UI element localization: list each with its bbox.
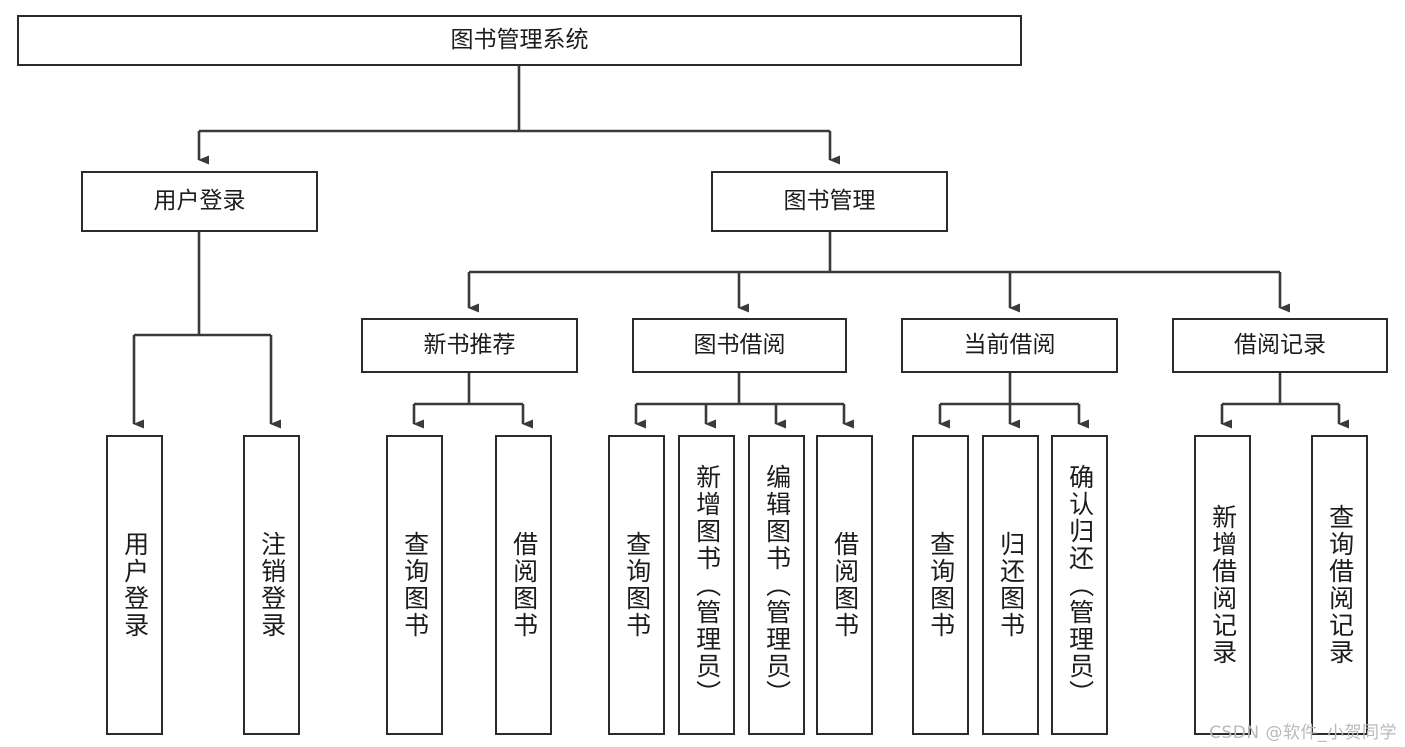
node-label: 借阅图书 <box>509 531 539 639</box>
node-borrow-records[interactable]: 借阅记录 <box>1172 318 1388 373</box>
leaf-borrow-add-book-admin[interactable]: 新增图书（管理员） <box>678 435 735 735</box>
node-label: 归还图书 <box>996 531 1026 639</box>
node-current-borrow[interactable]: 当前借阅 <box>901 318 1118 373</box>
node-label: 新增图书（管理员） <box>692 463 722 707</box>
node-label: 图书管理 <box>783 187 876 214</box>
node-label: 编辑图书（管理员） <box>762 463 792 707</box>
leaf-user-login-signin[interactable]: 用户登录 <box>106 435 163 735</box>
node-root-book-management-system[interactable]: 图书管理系统 <box>17 15 1022 66</box>
node-label: 图书借阅 <box>693 331 786 358</box>
node-label: 新书推荐 <box>423 331 516 358</box>
node-label: 新增借阅记录 <box>1208 504 1238 666</box>
leaf-user-login-signout[interactable]: 注销登录 <box>243 435 300 735</box>
node-book-borrow[interactable]: 图书借阅 <box>632 318 847 373</box>
leaf-records-add-record[interactable]: 新增借阅记录 <box>1194 435 1251 735</box>
node-user-login[interactable]: 用户登录 <box>81 171 318 232</box>
leaf-current-return-book[interactable]: 归还图书 <box>982 435 1039 735</box>
node-label: 确认归还（管理员） <box>1065 463 1095 707</box>
watermark-credit: CSDN @软件_小贺同学 <box>1209 723 1397 743</box>
node-new-book-recommend[interactable]: 新书推荐 <box>361 318 578 373</box>
node-label: 借阅图书 <box>830 531 860 639</box>
node-label: 当前借阅 <box>963 331 1056 358</box>
node-label: 查询借阅记录 <box>1325 504 1355 666</box>
leaf-recommend-query-book[interactable]: 查询图书 <box>386 435 443 735</box>
node-label: 查询图书 <box>400 531 430 639</box>
leaf-recommend-borrow-book[interactable]: 借阅图书 <box>495 435 552 735</box>
leaf-borrow-edit-book-admin[interactable]: 编辑图书（管理员） <box>748 435 805 735</box>
node-label: 注销登录 <box>257 531 287 639</box>
leaf-current-confirm-return-admin[interactable]: 确认归还（管理员） <box>1051 435 1108 735</box>
node-label: 图书管理系统 <box>450 26 589 53</box>
node-label: 查询图书 <box>926 531 956 639</box>
node-label: 借阅记录 <box>1234 331 1326 358</box>
leaf-borrow-query-book[interactable]: 查询图书 <box>608 435 665 735</box>
leaf-current-query-book[interactable]: 查询图书 <box>912 435 969 735</box>
node-label: 查询图书 <box>622 531 652 639</box>
node-label: 用户登录 <box>153 187 246 214</box>
leaf-borrow-borrow-book[interactable]: 借阅图书 <box>816 435 873 735</box>
node-label: 用户登录 <box>120 531 150 639</box>
node-book-management[interactable]: 图书管理 <box>711 171 948 232</box>
leaf-records-query-record[interactable]: 查询借阅记录 <box>1311 435 1368 735</box>
